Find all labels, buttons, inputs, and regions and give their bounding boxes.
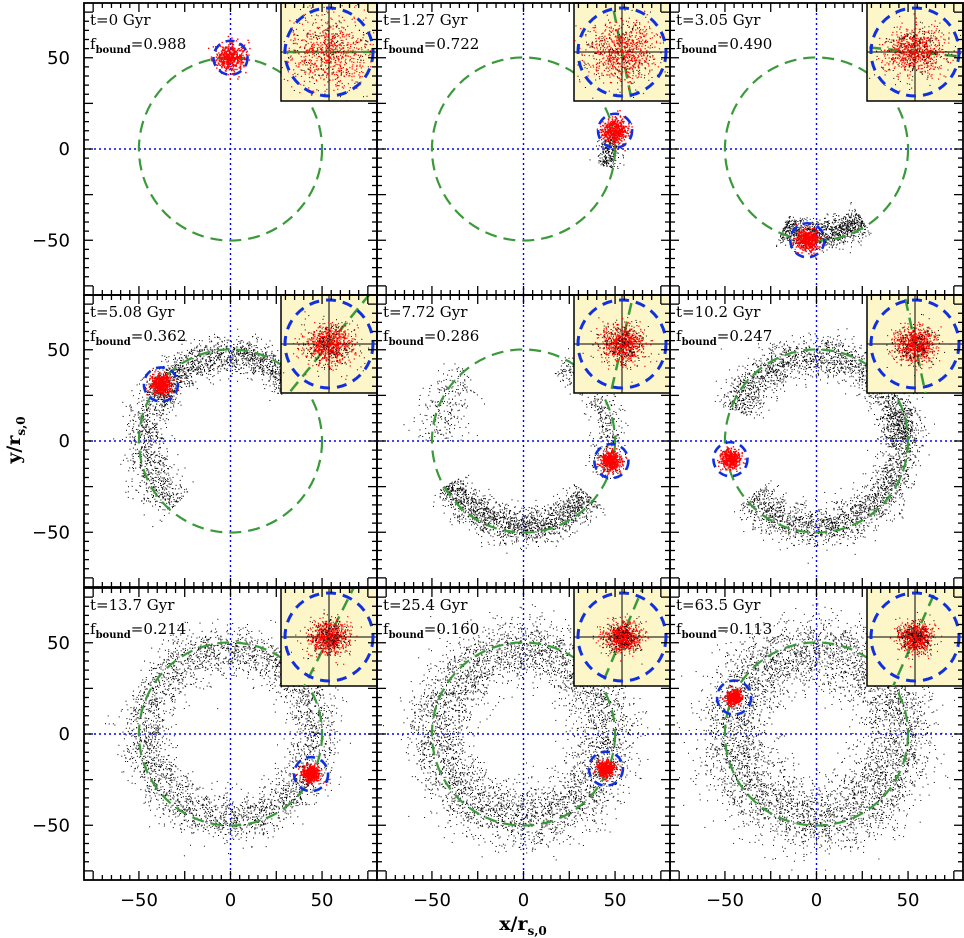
y-tick-label: 0: [59, 431, 70, 452]
bound-particles: [717, 446, 746, 476]
tidal-radius-circle: [789, 221, 826, 259]
y-tick-label: 50: [47, 48, 70, 69]
y-tick-label: 50: [47, 633, 70, 654]
panel-5: t=7.72 Gyr fbound=0.286: [376, 294, 671, 588]
panel-time-label: t=0 Gyr: [90, 11, 151, 29]
panel-fbound-label: fbound=0.722: [383, 35, 479, 56]
bound-particles: [593, 446, 628, 475]
inset-zoom: [280, 294, 378, 394]
y-tick-label: −50: [32, 522, 70, 543]
panel-time-label: t=5.08 Gyr: [90, 303, 175, 321]
panel-8: t=25.4 Gyr fbound=0.160: [376, 587, 671, 881]
inset-tidal-radius-circle: [283, 6, 375, 98]
inset-zoom: [573, 294, 671, 394]
bound-particles: [295, 762, 328, 787]
panel-time-label: t=3.05 Gyr: [676, 11, 761, 29]
panel-fbound-label: fbound=0.988: [90, 35, 186, 56]
inset-tidal-radius-circle: [869, 6, 961, 98]
y-tick-label: 0: [59, 724, 70, 745]
tidal-radius-circle: [596, 112, 634, 150]
bound-particles: [592, 757, 622, 782]
orbit-circle: [430, 348, 617, 534]
panel-1: t=0 Gyr fbound=0.988: [83, 2, 378, 296]
orbit-circle: [723, 641, 910, 827]
panel-fbound-label: fbound=0.286: [383, 327, 479, 348]
panel-time-label: t=63.5 Gyr: [676, 596, 761, 614]
panel-fbound-label: fbound=0.362: [90, 327, 186, 348]
panel-7: t=13.7 Gyr fbound=0.214: [83, 587, 378, 881]
panel-time-label: t=1.27 Gyr: [383, 11, 468, 29]
panel-time-label: t=10.2 Gyr: [676, 303, 761, 321]
panels-layer: t=0 Gyr fbound=0.988 t=1.27 Gyr fbound=0.72…: [83, 2, 964, 881]
panel-fbound-label: fbound=0.490: [676, 35, 772, 56]
inset-zoom: [866, 587, 964, 687]
bound-particles: [596, 110, 634, 152]
bound-particles: [208, 35, 251, 80]
tidal-radius-circle: [715, 679, 753, 716]
y-tick-label: −50: [32, 815, 70, 836]
x-tick-label: 50: [897, 890, 920, 911]
stripped-particles: [589, 136, 625, 169]
inset-tidal-radius-circle: [869, 591, 961, 683]
orbit-circle: [137, 641, 324, 827]
inset-tidal-radius-circle: [576, 591, 668, 683]
inset-zoom: [866, 2, 964, 102]
bound-particles: [790, 223, 828, 259]
x-tick-label: 0: [225, 890, 236, 911]
tidal-radius-circle: [712, 440, 749, 478]
panel-fbound-label: fbound=0.214: [90, 620, 186, 641]
x-tick-label: −50: [120, 890, 158, 911]
x-axis-title: x/rs,0: [499, 913, 547, 938]
x-tick-label: 0: [518, 890, 529, 911]
panel-time-label: t=13.7 Gyr: [90, 596, 175, 614]
inset-zoom: [280, 587, 378, 687]
orbit-circle: [137, 56, 324, 242]
inset-tidal-radius-circle: [283, 591, 375, 683]
panel-3: t=3.05 Gyr fbound=0.490: [669, 2, 964, 296]
stripped-particles: [403, 348, 629, 554]
panel-time-label: t=25.4 Gyr: [383, 596, 468, 614]
bound-particles: [722, 686, 745, 710]
tidal-radius-circle: [142, 366, 180, 403]
inset-tidal-radius-circle: [576, 298, 668, 390]
x-tick-label: 0: [811, 890, 822, 911]
y-axis-title: y/rs,0: [3, 416, 28, 464]
inset-zoom: [280, 2, 378, 102]
panel-time-label: t=7.72 Gyr: [383, 303, 468, 321]
y-tick-label: 50: [47, 340, 70, 361]
x-tick-label: 50: [311, 890, 334, 911]
y-tick-label: 0: [59, 139, 70, 160]
panel-2: t=1.27 Gyr fbound=0.722: [376, 2, 671, 296]
inset-tidal-radius-circle: [869, 298, 961, 390]
tidal-radius-circle: [593, 442, 630, 480]
y-tick-label: −50: [32, 230, 70, 251]
x-tick-label: 50: [604, 890, 627, 911]
x-tick-label: −50: [706, 890, 744, 911]
inset-tidal-radius-circle: [283, 298, 375, 390]
panel-4: t=5.08 Gyr fbound=0.362: [83, 294, 378, 588]
bound-particles: [142, 367, 182, 400]
orbit-circle: [137, 348, 324, 534]
tidal-radius-circle: [292, 755, 330, 793]
panel-fbound-label: fbound=0.113: [676, 620, 772, 641]
inset-tidal-radius-circle: [576, 6, 668, 98]
tidal-radius-circle: [587, 750, 625, 787]
inset-zoom: [573, 587, 671, 687]
axes-layer: −50 0 50 −50 0 50 −50 0 50 −50 0 50 −50 0 50 −50 0 50 x/rs…: [3, 48, 920, 938]
x-tick-label: −50: [413, 890, 451, 911]
panel-fbound-label: fbound=0.247: [676, 327, 772, 348]
panel-fbound-label: fbound=0.160: [383, 620, 479, 641]
orbit-circle: [723, 348, 910, 534]
orbit-circle: [430, 56, 617, 242]
panel-6: t=10.2 Gyr fbound=0.247: [669, 294, 964, 588]
panel-9: t=63.5 Gyr fbound=0.113: [669, 587, 964, 881]
tidal-radius-circle: [212, 39, 249, 77]
inset-zoom: [866, 294, 964, 394]
orbit-circle: [430, 641, 617, 827]
